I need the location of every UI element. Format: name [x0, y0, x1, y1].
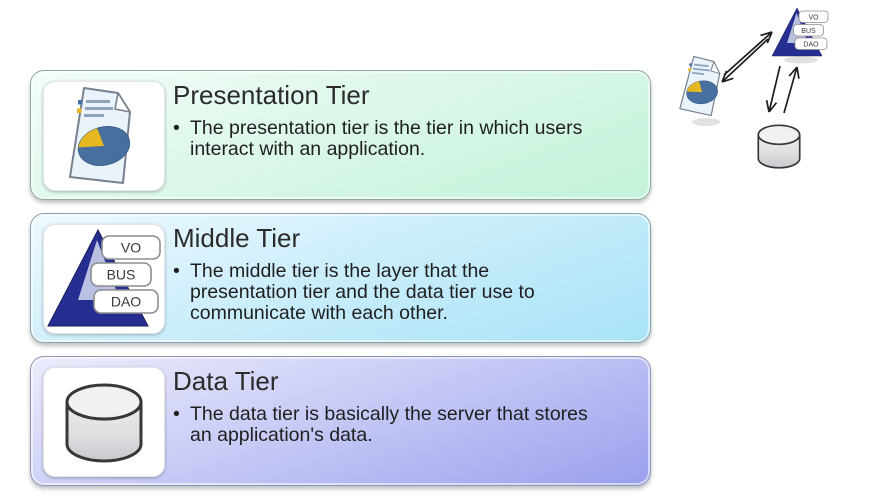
- layer-box-vo: [101, 235, 161, 260]
- mini-document-shadow: [692, 118, 720, 126]
- layer-box-bus: [90, 262, 152, 287]
- bullet-line: The middle tier is the layer that the: [190, 260, 490, 282]
- bullet-glyph: •: [173, 403, 180, 425]
- bullet-text: The presentation tier is the tier in whi…: [190, 118, 582, 160]
- database-cylinder: [65, 383, 143, 463]
- tier-box-middle: VO BUS DAO Middle Tier • The middle tier…: [30, 213, 651, 343]
- tier-title-data: Data Tier: [173, 366, 279, 396]
- bullet-line: presentation tier and the data tier use …: [190, 281, 535, 303]
- layer-label-bus: BUS: [107, 267, 136, 283]
- mini-layered-triangle-icon: [771, 7, 829, 57]
- doc-bullet-yellow: [77, 108, 82, 113]
- arrow-cylinder-to-triangle: [783, 66, 800, 114]
- arrow-document-to-triangle: [723, 31, 773, 76]
- middle-icon-card: VO BUS DAO: [43, 224, 165, 334]
- presentation-content: Presentation Tier • The presentation tie…: [173, 80, 651, 160]
- bullet-line: communicate with each other.: [190, 302, 448, 324]
- document-page: [69, 87, 131, 184]
- bullet-glyph: •: [173, 117, 180, 139]
- mini-database-cylinder-icon: [757, 124, 801, 169]
- tier-box-data: Data Tier • The data tier is basically t…: [30, 356, 651, 486]
- doc-bullet-blue: [78, 100, 83, 105]
- mini-document-pie-chart-icon: [678, 54, 725, 117]
- layer-label-vo: VO: [121, 240, 141, 256]
- database-cylinder-icon: [65, 383, 143, 463]
- arrow-triangle-to-document: [721, 38, 769, 83]
- presentation-icon-card: [43, 81, 165, 191]
- pie-chart: [77, 126, 131, 166]
- bullet-line: an application's data.: [190, 424, 373, 446]
- data-icon-card: [43, 367, 165, 477]
- tier-title-presentation: Presentation Tier: [173, 80, 370, 110]
- mini-triangle-shadow: [784, 56, 818, 64]
- mini-architecture-diagram: [678, 7, 829, 169]
- bullet-item: • The data tier is basically the server …: [173, 404, 651, 446]
- bullet-item: • The middle tier is the layer that the …: [173, 261, 651, 324]
- bullet-glyph: •: [173, 260, 180, 282]
- layer-label-dao: DAO: [111, 294, 141, 310]
- bullet-text: The data tier is basically the server th…: [190, 404, 588, 446]
- layer-box-dao: [93, 289, 159, 314]
- data-content: Data Tier • The data tier is basically t…: [173, 366, 651, 446]
- triangle-with-layers: VO BUS DAO: [47, 228, 161, 327]
- tier-title-middle: Middle Tier: [173, 223, 301, 253]
- bullet-line: The data tier is basically the server th…: [190, 403, 588, 425]
- layered-triangle-icon: VO BUS DAO: [47, 228, 161, 327]
- bullet-item: • The presentation tier is the tier in w…: [173, 118, 651, 160]
- bullet-line: The presentation tier is the tier in whi…: [190, 117, 583, 139]
- document-pie-chart-icon: [69, 87, 131, 184]
- bullet-text: The middle tier is the layer that the pr…: [190, 261, 535, 324]
- middle-content: Middle Tier • The middle tier is the lay…: [173, 223, 651, 324]
- arrow-triangle-to-cylinder: [765, 65, 781, 113]
- bullet-line: interact with an application.: [190, 138, 426, 160]
- tier-box-presentation: Presentation Tier • The presentation tie…: [30, 70, 651, 200]
